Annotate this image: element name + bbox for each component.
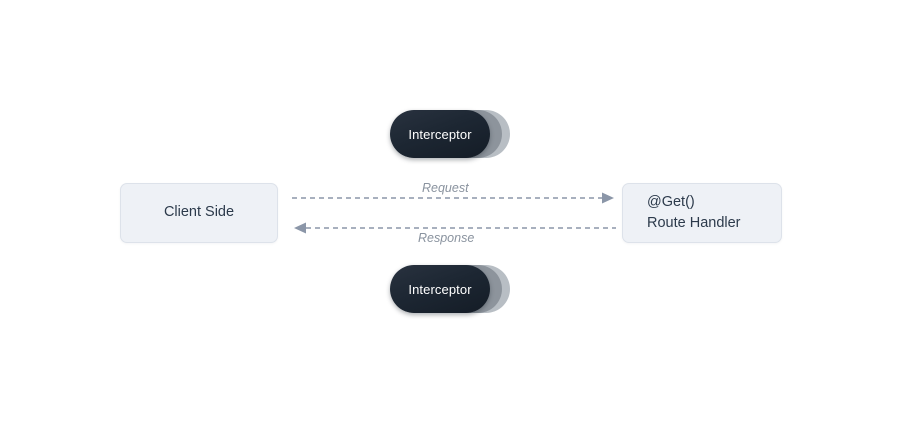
route-handler-decorator-label: @Get(): [647, 193, 695, 210]
response-arrow: [294, 222, 616, 234]
interceptor-bottom-node[interactable]: Interceptor: [390, 265, 510, 313]
interceptor-top-pill: Interceptor: [390, 110, 490, 158]
interceptor-top-label: Interceptor: [408, 126, 472, 142]
client-side-label: Client Side: [163, 204, 235, 221]
response-flow-label: Response: [418, 231, 475, 245]
request-arrowhead-icon: [602, 192, 614, 204]
response-arrowhead-icon: [294, 222, 306, 234]
route-handler-label: Route Handler: [647, 215, 741, 231]
request-flow-label: Request: [422, 181, 469, 195]
request-arrow: [292, 192, 614, 204]
client-side-node[interactable]: Client Side: [120, 183, 278, 243]
interceptor-top-node[interactable]: Interceptor: [390, 110, 510, 158]
route-handler-node[interactable]: @Get() Route Handler: [622, 183, 782, 243]
interceptor-bottom-pill: Interceptor: [390, 265, 490, 313]
interceptor-bottom-label: Interceptor: [408, 281, 472, 297]
